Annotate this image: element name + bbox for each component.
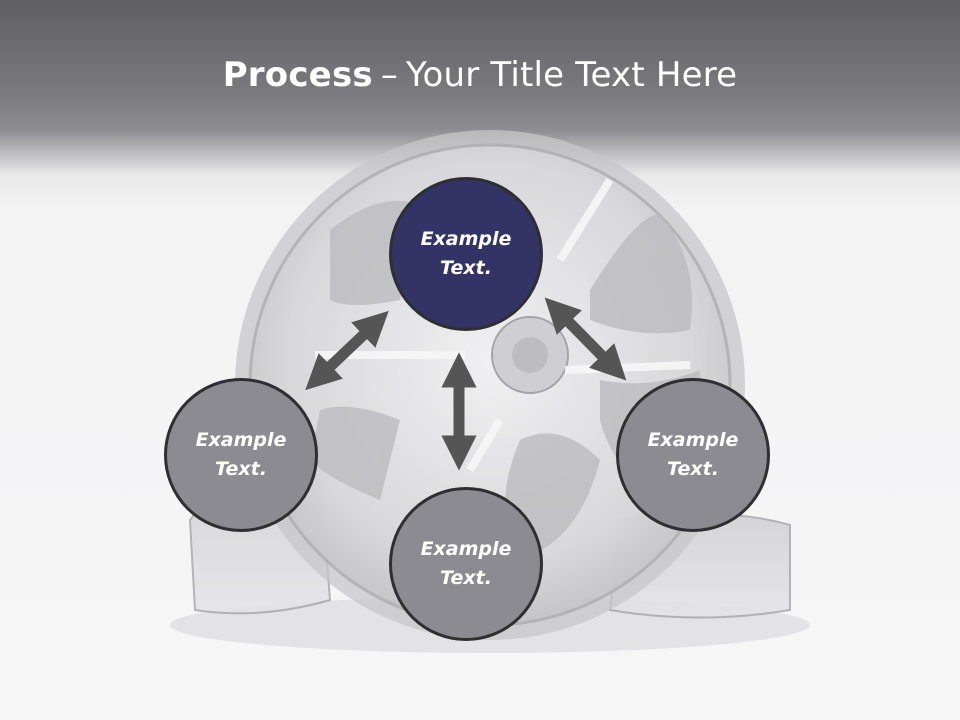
process-node-right[interactable]: Example Text. [616, 378, 770, 532]
title-dash: – [380, 55, 399, 95]
arrow-top-right [544, 297, 627, 381]
node-right-label: Example Text. [647, 429, 739, 480]
node-top-label: Example Text. [420, 228, 512, 279]
node-bottom-label: Example Text. [420, 538, 512, 589]
title-text: Your Title Text Here [406, 55, 738, 95]
title-bold: Process [222, 55, 373, 95]
slide-title: Process–Your Title Text Here [0, 52, 960, 98]
arrow-top-left [305, 310, 389, 391]
node-left-label: Example Text. [195, 429, 287, 480]
process-node-left[interactable]: Example Text. [164, 378, 318, 532]
process-node-top[interactable]: Example Text. [389, 177, 543, 331]
process-node-bottom[interactable]: Example Text. [389, 487, 543, 641]
